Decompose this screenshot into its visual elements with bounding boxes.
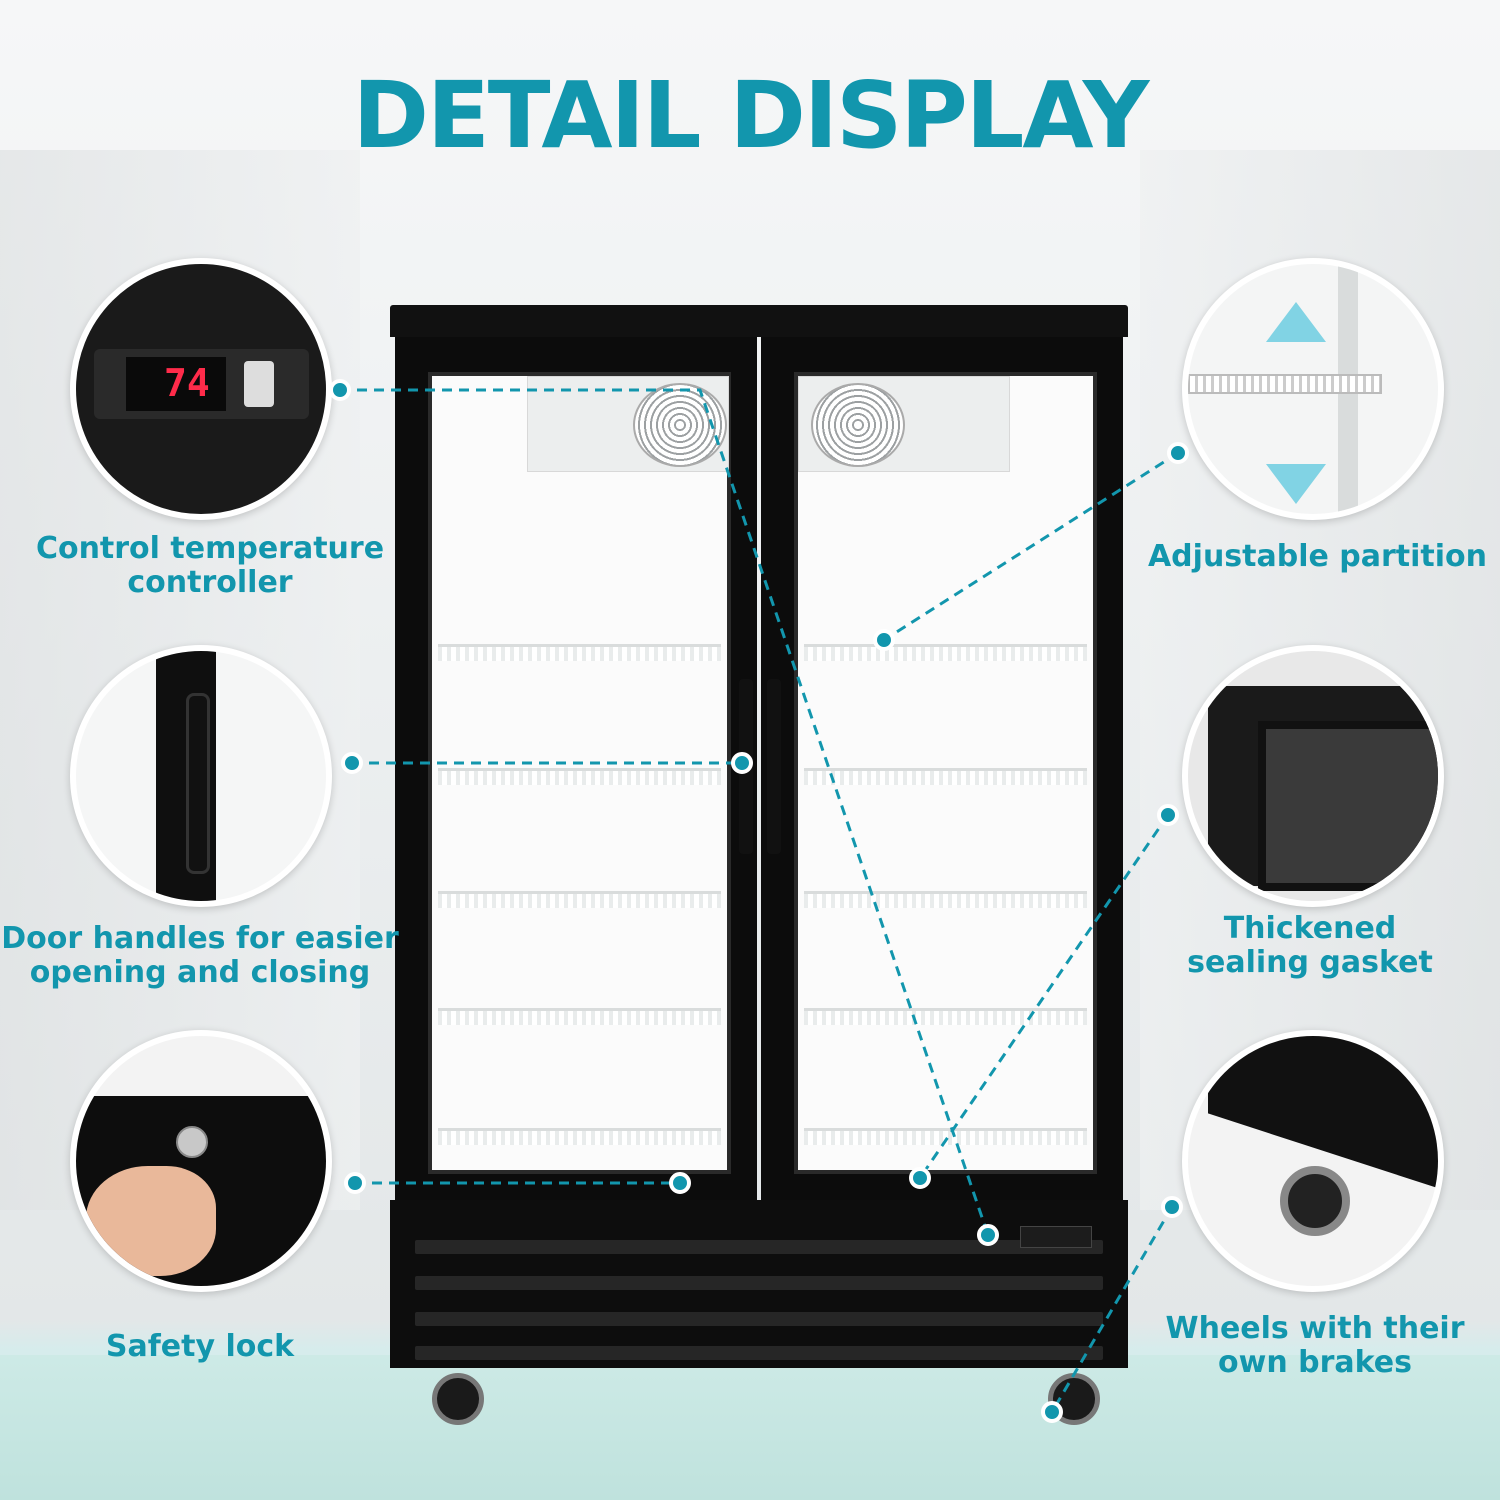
marker-dot: [329, 379, 351, 401]
marker-dot: [341, 752, 363, 774]
label-sealing-gasket: Thickened sealing gasket: [1187, 911, 1433, 980]
shelf: [438, 644, 721, 661]
shelf: [438, 1008, 721, 1025]
left-door: [395, 337, 757, 1202]
circle-safety-lock: [70, 1030, 332, 1292]
marker-dot: [1161, 1196, 1183, 1218]
shelf: [438, 891, 721, 908]
wheel-icon: [432, 1373, 484, 1425]
controller-screen: 74: [126, 357, 226, 411]
marker-dot: [873, 629, 895, 651]
gasket: [1258, 721, 1438, 891]
evaporator-housing: [527, 376, 729, 472]
fan-icon: [811, 383, 905, 467]
label-wheels: Wheels with their own brakes: [1165, 1311, 1465, 1380]
floor: [0, 1355, 1500, 1500]
connector-adjustable-partition: [883, 451, 1179, 642]
controller-body: 74: [94, 349, 309, 419]
connector-wheels: [1050, 1206, 1174, 1413]
label-door-handles: Door handles for easier opening and clos…: [1, 921, 399, 990]
right-door-glass: [794, 372, 1097, 1174]
marker-dot: [1167, 442, 1189, 464]
wheel-icon: [1280, 1166, 1350, 1236]
marker-dot: [731, 752, 753, 774]
label-safety-lock: Safety lock: [105, 1329, 295, 1364]
connector-temperature-controller: [340, 388, 990, 1236]
vent: [415, 1346, 1103, 1360]
circle-sealing-gasket: [1182, 645, 1444, 907]
marker-dot: [1041, 1401, 1063, 1423]
circle-door-handle: [70, 645, 332, 907]
connector-sealing-gasket: [918, 814, 1170, 1179]
circle-temperature-controller: 74: [70, 258, 332, 520]
right-door: [761, 337, 1123, 1202]
right-door-handle[interactable]: [767, 679, 781, 854]
temperature-controller-panel[interactable]: [1020, 1226, 1092, 1248]
marker-dot: [977, 1224, 999, 1246]
vent: [415, 1240, 1103, 1254]
shelf: [804, 1008, 1087, 1025]
vent: [415, 1312, 1103, 1326]
marker-dot: [669, 1172, 691, 1194]
shelf-wire: [1188, 374, 1382, 394]
evaporator-housing: [798, 376, 1010, 472]
handle-icon: [186, 693, 210, 874]
compressor-panel: [390, 1200, 1128, 1368]
shelf: [438, 1128, 721, 1145]
temperature-display: 74: [164, 361, 210, 405]
shelf: [804, 1128, 1087, 1145]
shelf: [438, 768, 721, 785]
marker-dot: [344, 1172, 366, 1194]
marker-dot: [1157, 804, 1179, 826]
lock-icon[interactable]: [176, 1126, 208, 1158]
vent: [415, 1276, 1103, 1290]
label-adjustable-partition: Adjustable partition: [1147, 539, 1488, 574]
arrow-down-icon: [1266, 464, 1326, 504]
left-door-glass: [428, 372, 731, 1174]
marker-dot: [909, 1167, 931, 1189]
shelf: [804, 768, 1087, 785]
page-title: DETAIL DISPLAY: [352, 62, 1150, 169]
refrigerator: [390, 305, 1128, 1425]
circle-wheels: [1182, 1030, 1444, 1292]
label-temperature-controller: Control temperature controller: [35, 531, 385, 600]
fridge-top: [390, 305, 1128, 337]
circle-adjustable-partition: [1182, 258, 1444, 520]
arrow-up-icon: [1266, 302, 1326, 342]
hand: [86, 1166, 216, 1276]
controller-buttons[interactable]: [244, 361, 274, 407]
shelf: [804, 644, 1087, 661]
